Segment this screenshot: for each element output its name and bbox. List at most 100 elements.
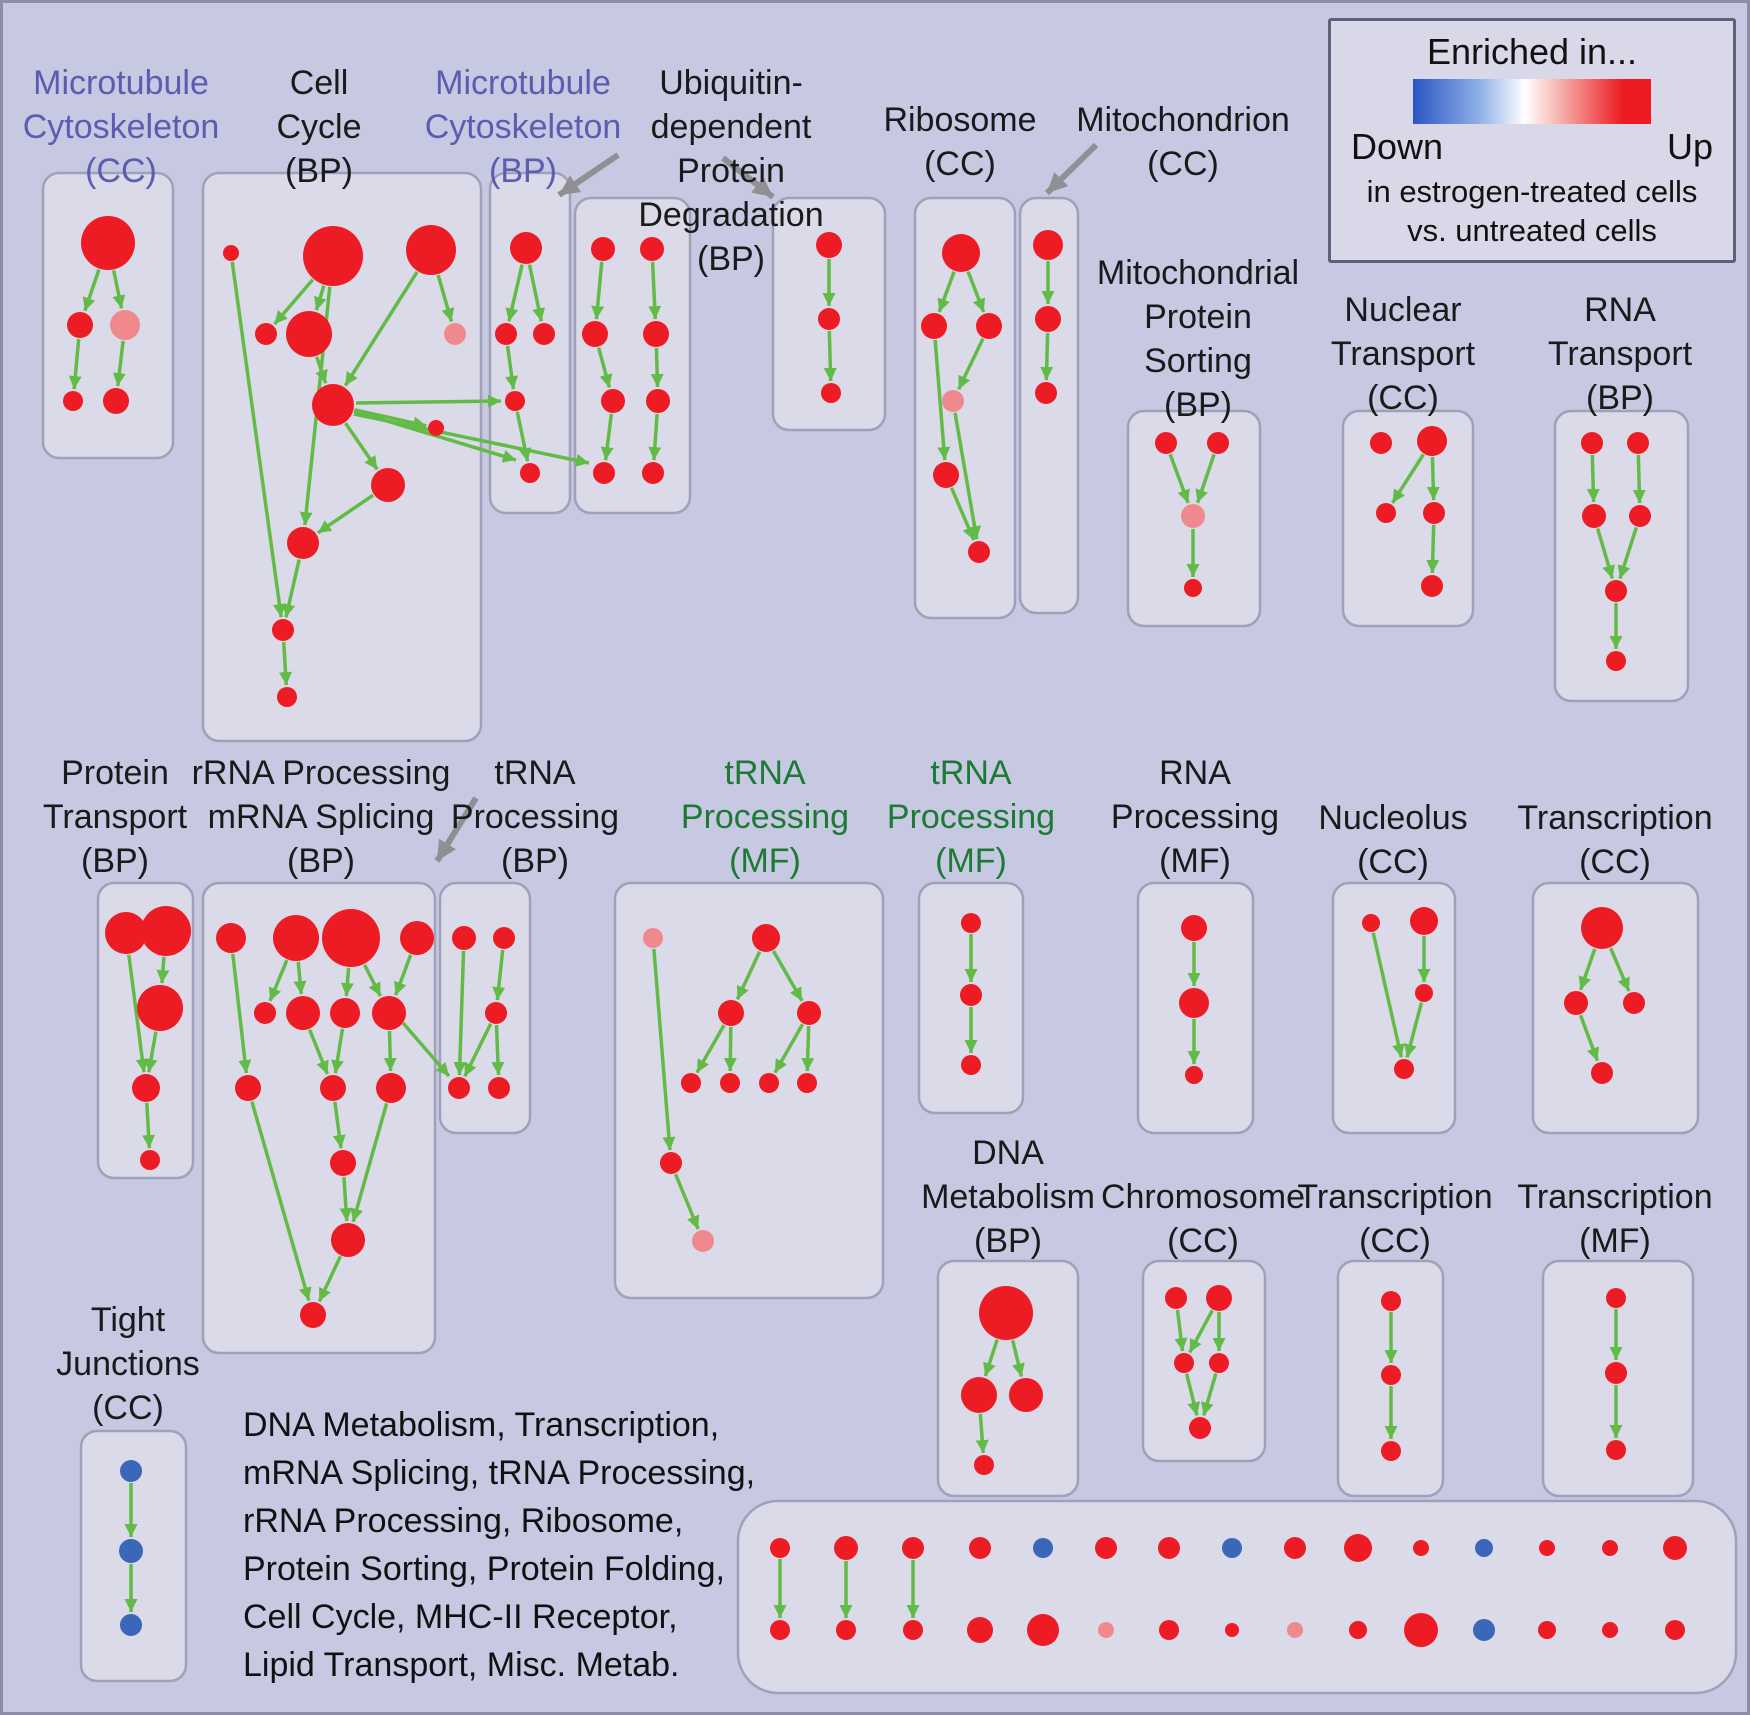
- go-term-node: [1417, 426, 1447, 456]
- go-term-node: [1413, 1540, 1429, 1556]
- edge: [966, 271, 986, 313]
- go-term-node: [1606, 651, 1626, 671]
- cluster-label: Ribosome (CC): [883, 101, 1037, 183]
- legend: Enriched in... Down Up in estrogen-treat…: [1328, 18, 1736, 263]
- go-term-node: [1581, 907, 1623, 949]
- go-term-node: [1539, 1540, 1555, 1556]
- legend-down-label: Down: [1351, 126, 1444, 167]
- misc-cluster-note: DNA Metabolism, Transcription, mRNA Spli…: [243, 1406, 756, 1684]
- cluster-label: Ubiquitin- dependent Protein Degradation…: [638, 64, 824, 278]
- go-term-node: [277, 687, 297, 707]
- go-term-node: [1158, 1537, 1180, 1559]
- go-term-node: [902, 1537, 924, 1559]
- go-term-node: [1582, 504, 1606, 528]
- edge: [527, 264, 546, 322]
- go-term-node: [330, 998, 360, 1028]
- go-term-node: [223, 245, 239, 261]
- edge: [362, 963, 382, 997]
- cluster-label: tRNA Processing (MF): [886, 754, 1056, 880]
- edge: [1174, 1309, 1188, 1352]
- go-term-node: [643, 928, 663, 948]
- edge: [648, 413, 662, 461]
- go-term-node: [643, 321, 669, 347]
- nodes-layer: [63, 216, 1687, 1647]
- edge: [1371, 932, 1405, 1058]
- go-term-node: [1564, 991, 1588, 1015]
- go-term-node: [961, 1377, 997, 1413]
- cluster-label: Nuclear Transport (CC): [1330, 291, 1476, 417]
- go-term-node: [493, 927, 515, 949]
- go-term-node: [1606, 1440, 1626, 1460]
- edge: [1426, 524, 1440, 574]
- go-term-node: [254, 1002, 276, 1024]
- go-term-node: [1602, 1622, 1618, 1638]
- go-term-node: [105, 912, 147, 954]
- go-term-node: [642, 462, 664, 484]
- go-term-node: [921, 313, 947, 339]
- go-term-node: [406, 225, 456, 275]
- go-term-node: [1665, 1620, 1685, 1640]
- cluster-label: Cell Cycle (BP): [276, 64, 362, 190]
- go-term-node: [485, 1002, 507, 1024]
- go-term-node: [1174, 1353, 1194, 1373]
- go-term-node: [969, 1537, 991, 1559]
- legend-gradient-bar: [1413, 79, 1651, 124]
- edge: [1426, 456, 1440, 501]
- go-term-node: [510, 232, 542, 264]
- go-term-node: [120, 1614, 142, 1636]
- go-term-node: [520, 463, 540, 483]
- cluster-box-rna-transport-bp: [1553, 409, 1690, 703]
- label-pointer-arrow: [1044, 142, 1099, 196]
- edge: [953, 412, 981, 540]
- cluster-label: rRNA Processing mRNA Splicing (BP): [191, 754, 451, 880]
- edge: [1595, 527, 1615, 580]
- edge: [1617, 526, 1639, 580]
- go-term-node: [821, 383, 841, 403]
- edge: [1201, 1373, 1218, 1417]
- go-term-node: [1410, 907, 1438, 935]
- edge: [316, 493, 375, 535]
- cluster-label: tRNA Processing (MF): [680, 754, 850, 880]
- edge: [673, 1173, 700, 1230]
- edge: [273, 278, 315, 326]
- go-term-node: [640, 237, 664, 261]
- go-term-node: [967, 1617, 993, 1643]
- go-term-node: [322, 909, 380, 967]
- go-term-node: [1027, 1614, 1059, 1646]
- legend-endpoints: Down Up: [1331, 126, 1733, 168]
- go-term-node: [1605, 580, 1627, 602]
- go-term-node: [1098, 1622, 1114, 1638]
- go-term-node: [1581, 432, 1603, 454]
- go-term-node: [137, 985, 183, 1031]
- go-term-node: [140, 1150, 160, 1170]
- cluster-label: tRNA Processing (BP): [450, 754, 620, 880]
- go-term-node: [67, 312, 93, 338]
- edge: [933, 339, 951, 461]
- edge: [491, 1024, 505, 1076]
- go-term-node: [1415, 984, 1433, 1002]
- edge: [279, 641, 292, 686]
- go-term-node: [1181, 504, 1205, 528]
- cluster-box-protein-transport-bp: [96, 881, 195, 1180]
- cluster-label: Mitochondrion (CC): [1076, 101, 1290, 183]
- label-pointer-arrow: [721, 155, 775, 200]
- edge: [695, 1024, 726, 1074]
- go-term-node: [1404, 1613, 1438, 1647]
- edge: [1586, 454, 1600, 503]
- go-term-node: [1287, 1622, 1303, 1638]
- go-term-node: [505, 391, 525, 411]
- go-term-node: [141, 906, 191, 956]
- go-network-diagram: [41, 142, 1738, 1695]
- edge: [331, 1028, 345, 1074]
- cluster-label: Tight Junctions (CC): [56, 1301, 200, 1427]
- go-term-node: [759, 1073, 779, 1093]
- go-term-node: [660, 1152, 682, 1174]
- go-term-node: [974, 1455, 994, 1475]
- go-term-node: [1381, 1441, 1401, 1461]
- edge: [350, 1102, 389, 1223]
- go-term-node: [132, 1074, 160, 1102]
- edge: [436, 274, 455, 322]
- go-term-node: [300, 1302, 326, 1328]
- go-term-node: [448, 1077, 470, 1099]
- go-term-node: [1663, 1536, 1687, 1560]
